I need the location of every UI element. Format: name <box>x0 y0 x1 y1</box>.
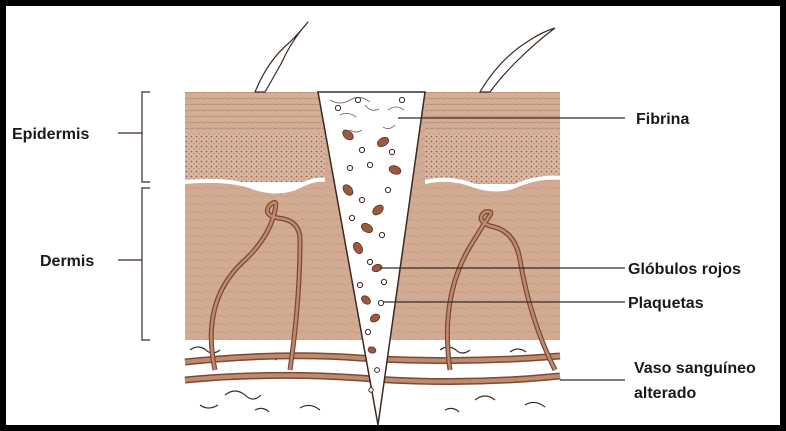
label-vaso-line2: alterado <box>634 385 696 402</box>
platelet-icon <box>369 388 373 392</box>
platelet-icon <box>399 97 404 102</box>
platelet-icon <box>375 368 380 373</box>
platelet-icon <box>359 147 364 152</box>
platelet-icon <box>355 97 360 102</box>
platelet-icon <box>385 187 390 192</box>
platelet-icon <box>357 282 362 287</box>
label-vaso-line1: Vaso sanguíneo <box>634 360 756 377</box>
platelet-icon <box>365 329 370 334</box>
platelet-icon <box>349 215 354 220</box>
label-plaquetas: Plaquetas <box>628 295 704 312</box>
label-globulos-rojos: Glóbulos rojos <box>628 261 741 278</box>
platelet-icon <box>359 197 364 202</box>
label-fibrina: Fibrina <box>636 111 689 128</box>
platelet-icon <box>335 105 340 110</box>
platelet-icon <box>367 162 372 167</box>
label-dermis: Dermis <box>40 253 94 270</box>
platelet-icon <box>347 165 352 170</box>
platelet-icon <box>378 300 383 305</box>
platelet-icon <box>381 279 386 284</box>
platelet-icon <box>379 232 384 237</box>
label-epidermis: Epidermis <box>12 126 89 143</box>
platelet-icon <box>389 149 394 154</box>
platelet-icon <box>367 259 372 264</box>
